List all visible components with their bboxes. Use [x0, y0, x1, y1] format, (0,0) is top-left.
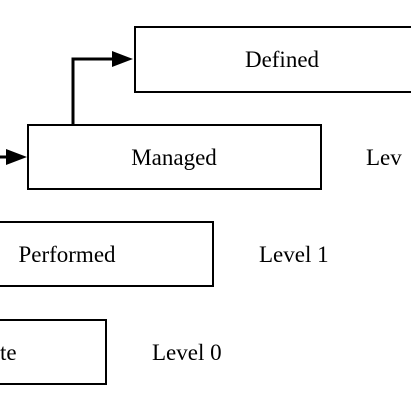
incoming-arrowhead [6, 149, 27, 165]
incomplete-level-label: Level 0 [152, 340, 222, 365]
defined-level-box: Defined [134, 26, 411, 93]
managed-to-defined-arrow [71, 51, 133, 125]
managed-box-label: Managed [131, 145, 217, 170]
managed-to-defined-connector [71, 57, 114, 125]
incomplete-box-label: te [0, 340, 17, 365]
performed-box-label: Performed [18, 242, 116, 267]
performed-level-label: Level 1 [259, 242, 329, 267]
managed-level-box: Managed [27, 124, 322, 190]
incoming-arrow-to-managed [0, 149, 27, 165]
incomplete-box-frame [0, 319, 107, 385]
managed-level-label: Lev [366, 145, 402, 170]
managed-to-defined-arrowhead [112, 51, 133, 67]
defined-box-label: Defined [245, 47, 320, 72]
defined-box-frame [134, 26, 411, 93]
incomplete-level-box: te [0, 319, 107, 385]
managed-box-frame [27, 124, 322, 190]
performed-level-box: Performed [0, 221, 214, 287]
performed-box-frame [0, 221, 214, 287]
